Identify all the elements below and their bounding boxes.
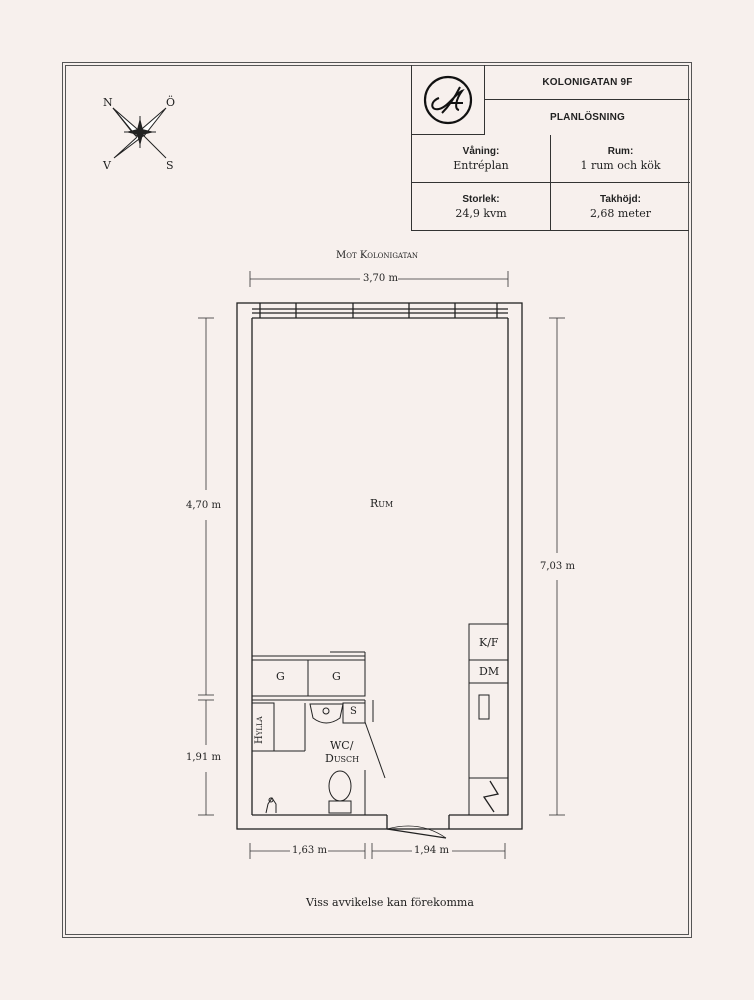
inner-frame [65, 65, 689, 935]
floor-cell: Våning: Entréplan [412, 135, 551, 183]
wardrobe-label-1: G [276, 670, 285, 683]
street-label: Mot Kolonigatan [336, 250, 419, 261]
floor-value: Entréplan [453, 159, 509, 172]
compass-west: V [103, 159, 111, 172]
bathroom-label-2: Dusch [325, 752, 360, 765]
height-value: 2,68 meter [589, 207, 652, 220]
dim-right-total: 7,03 m [540, 561, 575, 572]
bathroom-label-1: WC/ [330, 739, 354, 752]
dim-left-lower: 1,91 m [186, 752, 221, 763]
rooms-label: Rum: [607, 146, 634, 157]
logo-cell [412, 65, 485, 135]
fridge-label: K/F [479, 636, 499, 649]
shelf-label: Hylla [254, 716, 265, 744]
outer-frame [62, 62, 692, 938]
compass-east: Ö [166, 96, 176, 109]
compass-north: N [103, 96, 113, 109]
height-label: Takhöjd: [600, 194, 641, 205]
room-main-label: Rum [370, 497, 394, 510]
size-cell: Storlek: 24,9 kvm [412, 183, 551, 230]
title-block: KOLONIGATAN 9F PLANLÖSNING Våning: Entré… [411, 65, 690, 231]
rooms-cell: Rum: 1 rum och kök [551, 135, 690, 183]
plan-subtitle: PLANLÖSNING [550, 112, 625, 123]
sink-s-label: S [350, 706, 357, 717]
compass-south: S [166, 159, 174, 172]
dishwasher-label: DM [479, 665, 500, 678]
address-title: KOLONIGATAN 9F [485, 65, 690, 100]
size-label: Storlek: [462, 194, 500, 205]
disclaimer: Viss avvikelse kan förekomma [306, 896, 474, 909]
rooms-value: 1 rum och kök [580, 159, 661, 172]
wardrobe-label-2: G [332, 670, 341, 683]
logo-icon [423, 75, 473, 125]
dim-bottom-left: 1,63 m [292, 845, 327, 856]
dim-bottom-right: 1,94 m [414, 845, 449, 856]
size-value: 24,9 kvm [455, 207, 507, 220]
dim-top-width: 3,70 m [363, 273, 398, 284]
floor-label: Våning: [462, 146, 500, 157]
dim-left-upper: 4,70 m [186, 500, 221, 511]
height-cell: Takhöjd: 2,68 meter [551, 183, 690, 230]
